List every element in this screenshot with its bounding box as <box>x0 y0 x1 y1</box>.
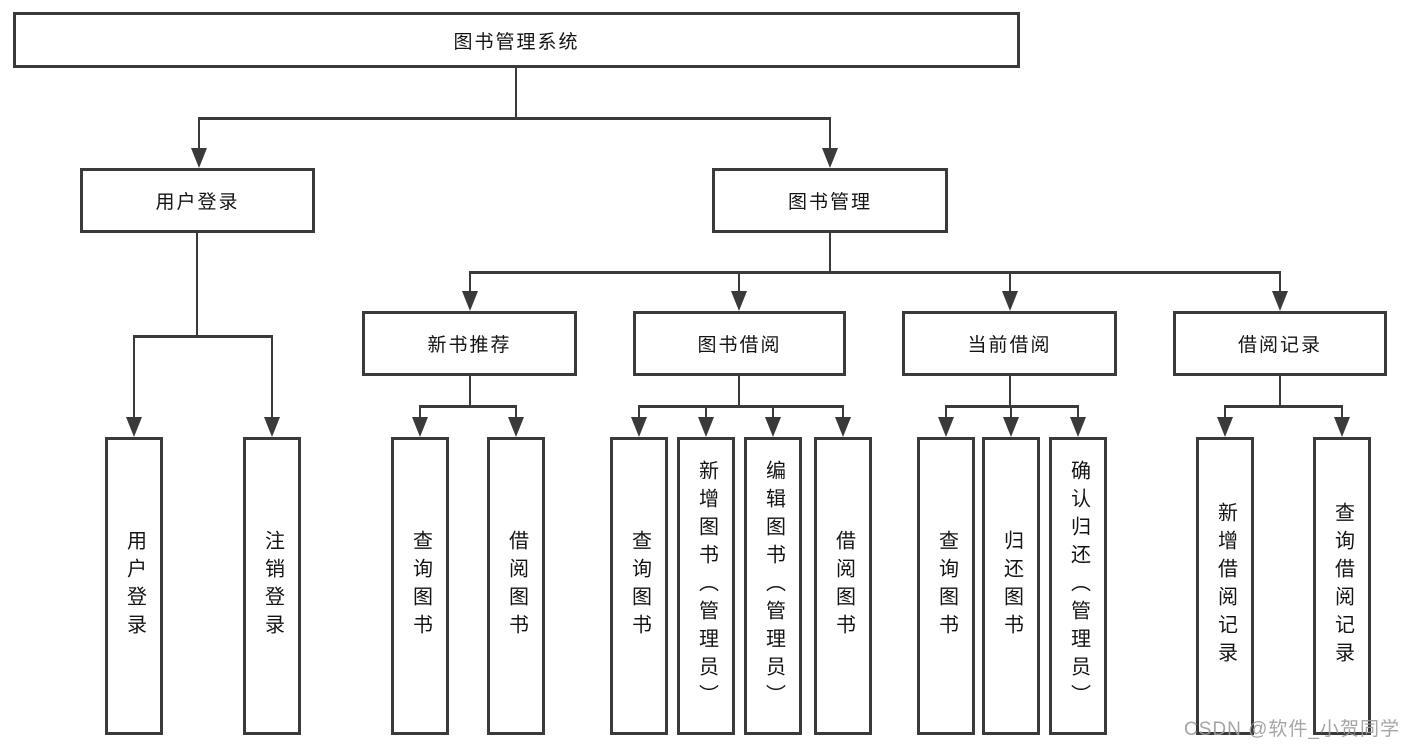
stem <box>1010 405 1012 423</box>
stem <box>945 405 947 423</box>
leaf-nbr-query-books-label: 查询图书 <box>409 530 432 642</box>
stem <box>772 405 774 423</box>
rail-level2 <box>198 117 831 120</box>
leaf-user-login: 用户登录 <box>105 437 163 735</box>
rail-user-login-children <box>133 335 273 338</box>
node-new-book-recommend-label: 新书推荐 <box>427 335 512 356</box>
stem <box>198 117 200 153</box>
stem <box>1224 405 1226 423</box>
leaf-nbr-borrow-books: 借阅图书 <box>487 437 545 735</box>
stem <box>469 271 471 297</box>
leaf-br-query-record-label: 查询借阅记录 <box>1331 502 1354 670</box>
rail-borrow-records-children <box>1224 405 1343 408</box>
node-root: 图书管理系统 <box>13 12 1020 68</box>
arrowhead-icon <box>938 417 954 437</box>
stem <box>738 271 740 297</box>
arrowhead-icon <box>698 417 714 437</box>
watermark-text: CSDN @软件_小贺同学 <box>1184 719 1400 740</box>
stem <box>1341 405 1343 423</box>
node-user-login: 用户登录 <box>80 168 315 233</box>
stem <box>705 405 707 423</box>
node-book-borrow: 图书借阅 <box>633 311 846 376</box>
arrowhead-icon <box>462 291 478 311</box>
leaf-bb-edit-books-admin-label: 编辑图书（管理员） <box>762 460 785 712</box>
stem <box>1077 405 1079 423</box>
leaf-cb-return-books: 归还图书 <box>982 437 1040 735</box>
leaf-nbr-query-books: 查询图书 <box>391 437 449 735</box>
stem <box>515 405 517 423</box>
node-book-borrow-label: 图书借阅 <box>697 335 782 356</box>
leaf-br-add-record: 新增借阅记录 <box>1196 437 1254 735</box>
arrowhead-icon <box>765 417 781 437</box>
leaf-logout: 注销登录 <box>243 437 301 735</box>
arrowhead-icon <box>264 417 280 437</box>
arrowhead-icon <box>1272 291 1288 311</box>
leaf-bb-add-books-admin-label: 新增图书（管理员） <box>695 460 718 712</box>
leaf-user-login-label: 用户登录 <box>123 530 146 642</box>
arrowhead-icon <box>1003 417 1019 437</box>
node-borrow-records: 借阅记录 <box>1173 311 1387 376</box>
node-borrow-records-label: 借阅记录 <box>1237 335 1322 356</box>
node-current-borrow-label: 当前借阅 <box>967 335 1052 356</box>
leaf-nbr-borrow-books-label: 借阅图书 <box>505 530 528 642</box>
node-user-login-label: 用户登录 <box>155 192 240 213</box>
stem <box>842 405 844 423</box>
arrowhead-icon <box>731 291 747 311</box>
arrowhead-icon <box>835 417 851 437</box>
arrowhead-icon <box>1070 417 1086 437</box>
leaf-br-add-record-label: 新增借阅记录 <box>1214 502 1237 670</box>
arrowhead-icon <box>126 417 142 437</box>
leaf-bb-borrow-books: 借阅图书 <box>814 437 872 735</box>
leaf-cb-return-books-label: 归还图书 <box>1000 530 1023 642</box>
connector-new-book-drop <box>469 374 471 408</box>
connector-current-borrow-drop <box>1009 374 1011 408</box>
leaf-cb-confirm-return-admin: 确认归还（管理员） <box>1049 437 1107 735</box>
arrowhead-icon <box>822 148 838 168</box>
node-current-borrow: 当前借阅 <box>902 311 1117 376</box>
leaf-bb-borrow-books-label: 借阅图书 <box>832 530 855 642</box>
connector-book-management-drop <box>829 233 831 274</box>
rail-book-borrow-children <box>638 405 844 408</box>
arrowhead-icon <box>508 417 524 437</box>
leaf-cb-confirm-return-admin-label: 确认归还（管理员） <box>1067 460 1090 712</box>
connector-book-borrow-drop <box>738 374 740 408</box>
leaf-br-query-record: 查询借阅记录 <box>1313 437 1371 735</box>
leaf-cb-query-books: 查询图书 <box>917 437 975 735</box>
arrowhead-icon <box>1334 417 1350 437</box>
leaf-bb-query-books: 查询图书 <box>610 437 668 735</box>
leaf-logout-label: 注销登录 <box>261 530 284 642</box>
arrowhead-icon <box>191 148 207 168</box>
connector-root-drop <box>515 68 517 120</box>
stem <box>638 405 640 423</box>
arrowhead-icon <box>1217 417 1233 437</box>
leaf-bb-edit-books-admin: 编辑图书（管理员） <box>744 437 802 735</box>
connector-borrow-records-drop <box>1279 374 1281 408</box>
rail-new-book-children <box>419 405 517 408</box>
leaf-bb-add-books-admin: 新增图书（管理员） <box>677 437 735 735</box>
node-book-management-label: 图书管理 <box>787 192 872 213</box>
rail-current-borrow-children <box>945 405 1079 408</box>
stem <box>829 117 831 153</box>
connector-user-login-drop <box>196 233 198 338</box>
arrowhead-icon <box>631 417 647 437</box>
stem <box>133 335 135 423</box>
rail-level3 <box>469 271 1281 274</box>
leaf-cb-query-books-label: 查询图书 <box>935 530 958 642</box>
stem <box>1279 271 1281 297</box>
arrowhead-icon <box>1002 291 1018 311</box>
stem <box>419 405 421 423</box>
stem <box>1009 271 1011 297</box>
node-root-label: 图书管理系统 <box>453 31 580 53</box>
leaf-bb-query-books-label: 查询图书 <box>628 530 651 642</box>
node-book-management: 图书管理 <box>712 168 948 233</box>
arrowhead-icon <box>412 417 428 437</box>
node-new-book-recommend: 新书推荐 <box>362 311 577 376</box>
stem <box>271 335 273 423</box>
